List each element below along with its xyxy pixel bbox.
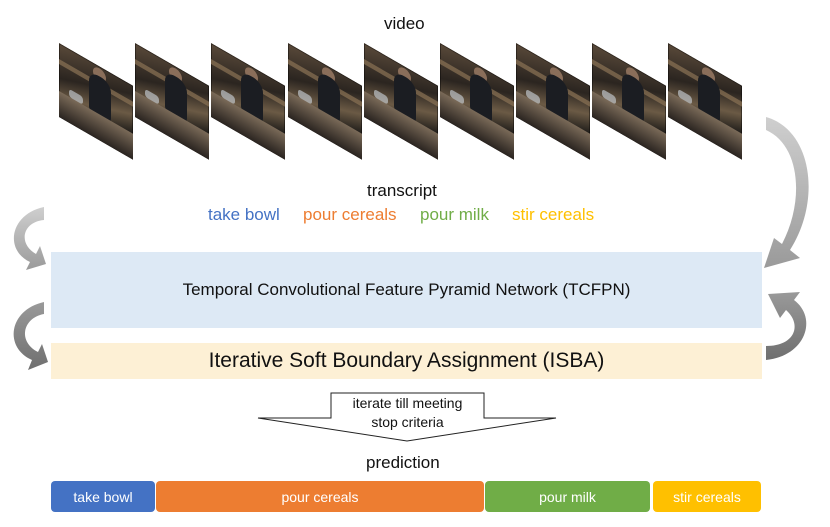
iterate-line-1: iterate till meeting [352,395,463,411]
iterate-line-2: stop criteria [371,414,444,430]
transcript-action-stir-cereals: stir cereals [512,205,595,224]
video-to-tcfpn-arrow [764,117,809,268]
video-label: video [384,14,425,33]
transcript-to-tcfpn-arrow [13,207,47,270]
isba-to-tcfpn-arrow [766,292,807,360]
prediction-segment-label: take bowl [73,488,133,505]
prediction-label: prediction [366,453,440,472]
tcfpn-box: Temporal Convolutional Feature Pyramid N… [51,252,762,328]
transcript-label: transcript [367,181,437,200]
prediction-segment-label: pour cereals [281,488,359,505]
isba-box: Iterative Soft Boundary Assignment (ISBA… [51,343,762,379]
transcript-actions: take bowl pour cereals pour milk stir ce… [0,205,830,229]
tcfpn-label: Temporal Convolutional Feature Pyramid N… [182,280,631,299]
prediction-segment-pour-cereals: pour cereals [156,481,484,512]
iterate-arrow [257,392,557,442]
tcfpn-to-isba-arrow [13,302,48,370]
isba-label: Iterative Soft Boundary Assignment (ISBA… [208,349,605,372]
prediction-segment-label: stir cereals [673,488,741,505]
transcript-action-pour-cereals: pour cereals [303,205,397,224]
iterate-text: iterate till meeting stop criteria [330,394,485,432]
prediction-segment-label: pour milk [539,488,596,505]
prediction-segment-pour-milk: pour milk [485,481,650,512]
transcript-action-take-bowl: take bowl [208,205,280,224]
prediction-segment-take-bowl: take bowl [51,481,155,512]
transcript-action-pour-milk: pour milk [420,205,489,224]
prediction-segment-stir-cereals: stir cereals [653,481,761,512]
